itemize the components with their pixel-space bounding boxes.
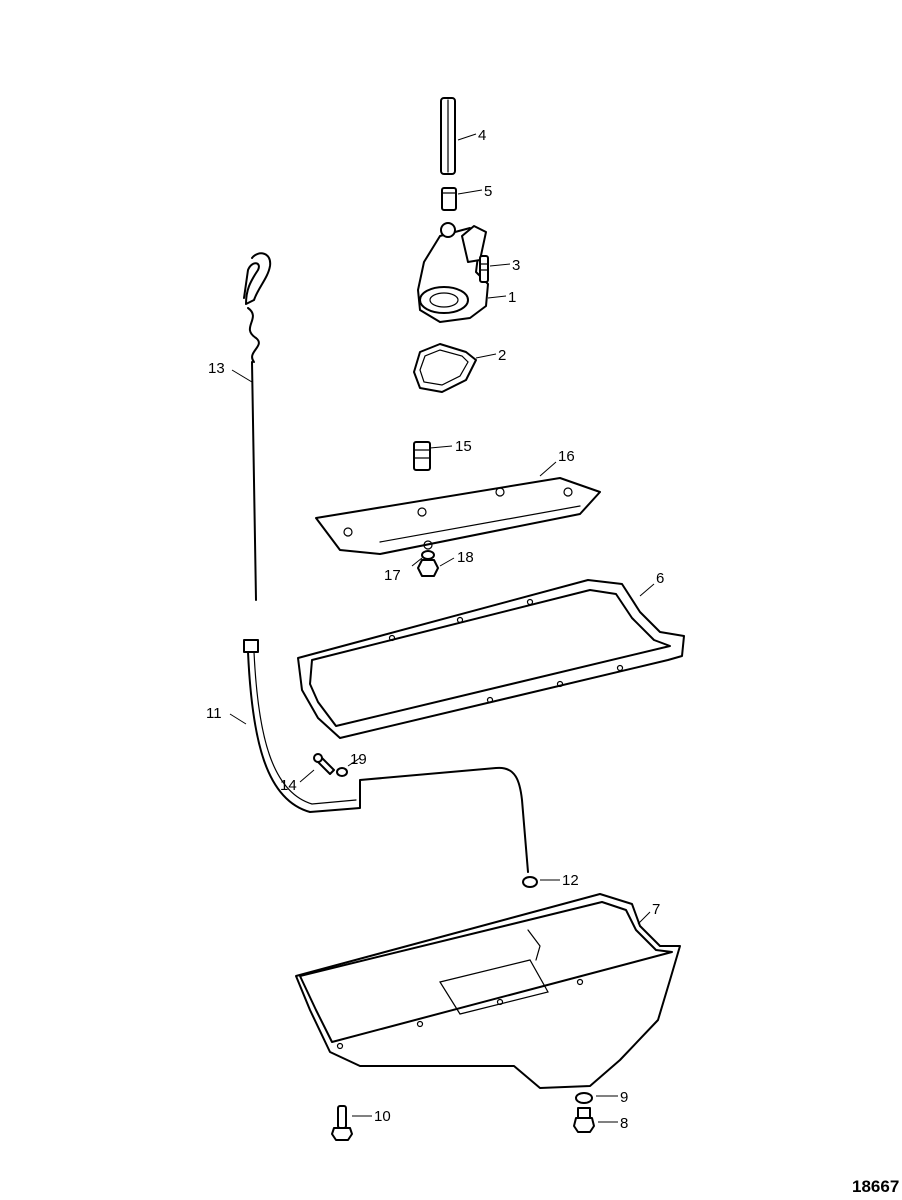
part-9-drain-gasket[interactable] bbox=[575, 1092, 593, 1104]
callout-3: 3 bbox=[512, 257, 520, 274]
part-2-pump-gasket[interactable] bbox=[413, 343, 477, 393]
part-19-washer[interactable] bbox=[336, 767, 348, 777]
callout-2: 2 bbox=[498, 347, 506, 364]
callout-8: 8 bbox=[620, 1115, 628, 1132]
part-15-stud[interactable] bbox=[413, 441, 431, 471]
part-4-drive-shaft[interactable] bbox=[440, 97, 456, 175]
figure-number: 18667 bbox=[852, 1177, 899, 1196]
part-6-pan-gasket[interactable] bbox=[297, 579, 685, 739]
callout-18: 18 bbox=[457, 549, 474, 566]
callout-12: 12 bbox=[562, 872, 579, 889]
callout-16: 16 bbox=[558, 448, 575, 465]
callout-labels: 4 5 3 1 2 13 15 16 17 18 6 11 19 14 12 7… bbox=[206, 127, 664, 1132]
part-10-pan-bolt[interactable] bbox=[331, 1105, 353, 1141]
part-11-dipstick-tube[interactable] bbox=[243, 639, 529, 873]
callout-5: 5 bbox=[484, 183, 492, 200]
part-13-dipstick[interactable] bbox=[243, 252, 272, 601]
part-14-screw[interactable] bbox=[313, 753, 335, 775]
callout-17: 17 bbox=[384, 567, 401, 584]
callout-6: 6 bbox=[656, 570, 664, 587]
callout-4: 4 bbox=[478, 127, 486, 144]
part-12-o-ring[interactable] bbox=[522, 876, 538, 888]
callout-13: 13 bbox=[208, 360, 225, 377]
callout-19: 19 bbox=[350, 751, 367, 768]
part-17-washer[interactable] bbox=[421, 550, 435, 560]
callout-15: 15 bbox=[455, 438, 472, 455]
part-5-collar[interactable] bbox=[441, 187, 457, 211]
callout-10: 10 bbox=[374, 1108, 391, 1125]
part-7-oil-pan[interactable] bbox=[295, 893, 681, 1089]
part-8-drain-plug[interactable] bbox=[573, 1107, 595, 1133]
part-18-nut[interactable] bbox=[417, 559, 439, 577]
callout-11: 11 bbox=[206, 705, 222, 722]
leader-lines bbox=[229, 133, 655, 1123]
callout-14: 14 bbox=[280, 777, 297, 794]
part-1-oil-pump[interactable] bbox=[417, 222, 489, 323]
part-16-windage-tray[interactable] bbox=[315, 477, 601, 555]
part-3-pump-bolt[interactable] bbox=[479, 255, 489, 283]
callout-9: 9 bbox=[620, 1089, 628, 1106]
callout-7: 7 bbox=[652, 901, 660, 918]
callout-1: 1 bbox=[508, 289, 516, 306]
